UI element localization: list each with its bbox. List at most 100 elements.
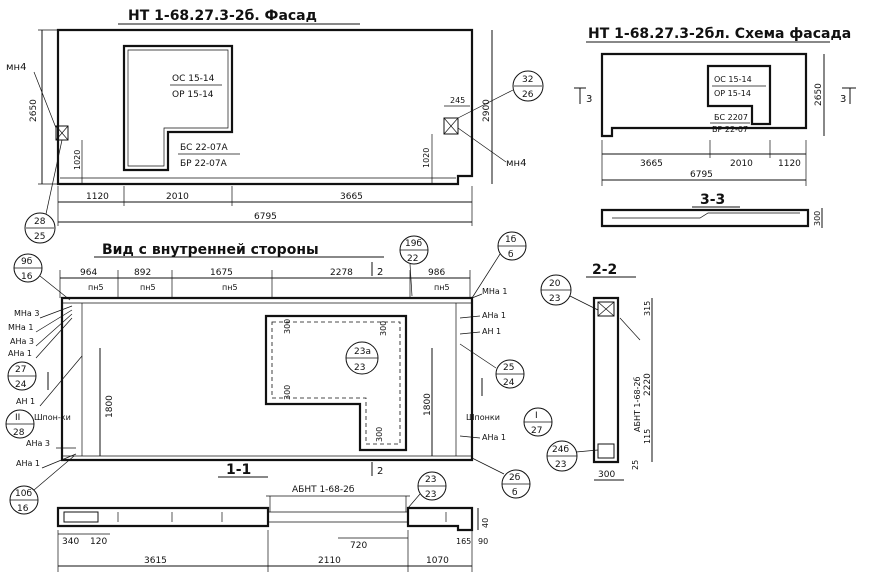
inner-bubble-25-bot: 24	[503, 378, 515, 388]
facade-dim-bottom-3: 3665	[340, 192, 363, 202]
facade-bubble-left	[24, 212, 56, 244]
facade-window-frame	[127, 49, 229, 167]
facade-title: НТ 1-68.27.3-2б. Фасад	[128, 8, 317, 24]
facade-plate-left-cross2	[55, 125, 69, 141]
facade-dim-right-h: 2900	[482, 99, 492, 122]
inner-dim-top-1: 964	[80, 268, 97, 278]
inner-label-left-8: АНа 1	[16, 459, 40, 468]
scheme-dim-total: 6795	[690, 170, 713, 180]
inner-leader-r5	[459, 435, 481, 439]
facade-plate-right-cross2	[443, 117, 459, 135]
inner-bubble-27-bot: 24	[15, 380, 27, 390]
scheme-win-top-1: ОС 15-14	[714, 75, 752, 84]
inner-label-left-1: МНа 3	[14, 309, 39, 318]
inner-label-right-5: АНа 1	[482, 433, 506, 442]
inner-bubble-9b-bot: 16	[21, 272, 33, 282]
inner-leader-l2	[35, 309, 73, 333]
inner-label-right-1: МНа 1	[482, 287, 507, 296]
scheme-dim-3: 1120	[778, 159, 801, 169]
section11-dim-120: 120	[90, 537, 107, 547]
section11-bubble-bot: 23	[425, 490, 436, 500]
inner-view: Вид с внутренней стороны 964 892 1675 22…	[5, 231, 553, 515]
facade-bubble-right-leader	[457, 89, 514, 119]
inner-label-left-5: АН 1	[16, 397, 35, 406]
inner-title: Вид с внутренней стороны	[102, 242, 319, 258]
facade-window-bot-label-2: БР 22-07А	[180, 159, 228, 169]
scheme-dim-h: 2650	[814, 83, 824, 106]
section11-label: АБНТ 1-68-2б	[292, 485, 355, 495]
inner-pn-2: пн5	[140, 283, 156, 292]
inner-bubble-2b-top: 2б	[509, 473, 521, 483]
section11-dim-90: 90	[478, 537, 488, 546]
inner-label-left-4: АНа 1	[8, 349, 32, 358]
inner-bubble-1b-top: 1б	[505, 235, 517, 245]
inner-label-right-4: Шпонки	[466, 413, 500, 422]
section11-dim-165: 165	[456, 537, 471, 546]
facade-window-opening	[122, 44, 234, 172]
inner-dim-300-b: 300	[379, 321, 388, 336]
inner-leader-l4	[35, 317, 73, 359]
section11-insert-left	[63, 511, 99, 523]
inner-bubble-9b-top: 9б	[21, 257, 33, 267]
inner-bubble-II-bot: 28	[13, 428, 25, 438]
inner-leader-r1	[471, 293, 483, 299]
facade-window-bot-label-1: ОР 15-14	[172, 90, 214, 100]
facade-mn-right: мн4	[506, 158, 526, 169]
inner-bubble-2b-leader	[471, 457, 505, 475]
inner-label-right-3: АН 1	[482, 327, 501, 336]
facade-bubble-right	[512, 70, 544, 102]
facade-bubble-left-leader	[45, 139, 63, 215]
inner-bubble-1b-bot: б	[508, 250, 514, 260]
section22-view: 2-2 20 23 24б 23 АБНТ 1-68-2б 315 2220 1…	[540, 262, 653, 481]
inner-bubble-25-leader	[459, 343, 497, 369]
scheme-panel-outline	[600, 52, 808, 138]
inner-leader-l8	[41, 453, 77, 469]
inner-panel-outline	[60, 296, 474, 462]
facade-mn-left: мн4	[6, 62, 26, 73]
inner-bubble-I-top: I	[535, 411, 538, 421]
section11-dim-340: 340	[62, 537, 79, 547]
section22-top-insert-cross2	[597, 301, 615, 317]
inner-bubble-10b-leader	[33, 455, 75, 491]
inner-window-rebar	[271, 321, 401, 445]
scheme-title: НТ 1-68.27.3-2бл. Схема фасада	[588, 26, 851, 42]
inner-dim-1800-left: 1800	[105, 395, 115, 418]
section33-title: 3-3	[700, 192, 725, 208]
inner-bubble-23a-bot: 23	[354, 363, 365, 373]
section11-view: АБНТ 1-68-2б 23 23 720 340 120 40 165 90…	[56, 471, 490, 572]
section11-dim-720: 720	[350, 541, 367, 551]
facade-dim-total: 6795	[254, 212, 277, 222]
facade-mn-right-leader	[457, 127, 507, 163]
facade-dim-bottom-1: 1120	[86, 192, 109, 202]
scheme-win-top-2: БС 2207	[714, 113, 748, 122]
facade-bubble-right-top: 32	[522, 75, 533, 85]
facade-dim-245: 245	[450, 96, 465, 105]
inner-bubble-19b-leader	[409, 263, 413, 297]
section22-bubble-24b-bot: 23	[555, 460, 566, 470]
inner-bubble-10b-bot: 16	[17, 504, 29, 514]
inner-dim-300-a: 300	[283, 319, 292, 334]
inner-bubble-1b-leader	[471, 253, 501, 299]
inner-window-opening	[264, 314, 408, 452]
inner-cut-bottom-2-label: 2	[377, 466, 383, 477]
section22-dim-2220: 2220	[643, 373, 653, 396]
inner-pn-4: пн5	[434, 283, 450, 292]
section33-detail	[612, 212, 800, 219]
section11-bubble-top: 23	[425, 475, 436, 485]
section33-slab	[600, 208, 810, 228]
inner-dim-1800-right: 1800	[423, 393, 433, 416]
facade-plate-right	[443, 117, 459, 135]
inner-pn-3: пн5	[222, 283, 238, 292]
section11-opening	[268, 511, 408, 523]
inner-bubble-I-bot: 27	[531, 426, 542, 436]
inner-pn-1: пн5	[88, 283, 104, 292]
inner-leader-l1	[39, 305, 73, 319]
facade-mn-left-leader	[33, 71, 57, 129]
inner-label-left-3: АНа 3	[10, 337, 34, 346]
scheme-dim-1: 3665	[640, 159, 663, 169]
section22-bubble-24b-top: 24б	[552, 445, 569, 455]
inner-bubble-10b-top: 10б	[15, 489, 32, 499]
inner-bubble-27-top: 27	[15, 365, 26, 375]
section22-top-insert	[597, 301, 615, 317]
inner-label-left-2: МНа 1	[8, 323, 33, 332]
